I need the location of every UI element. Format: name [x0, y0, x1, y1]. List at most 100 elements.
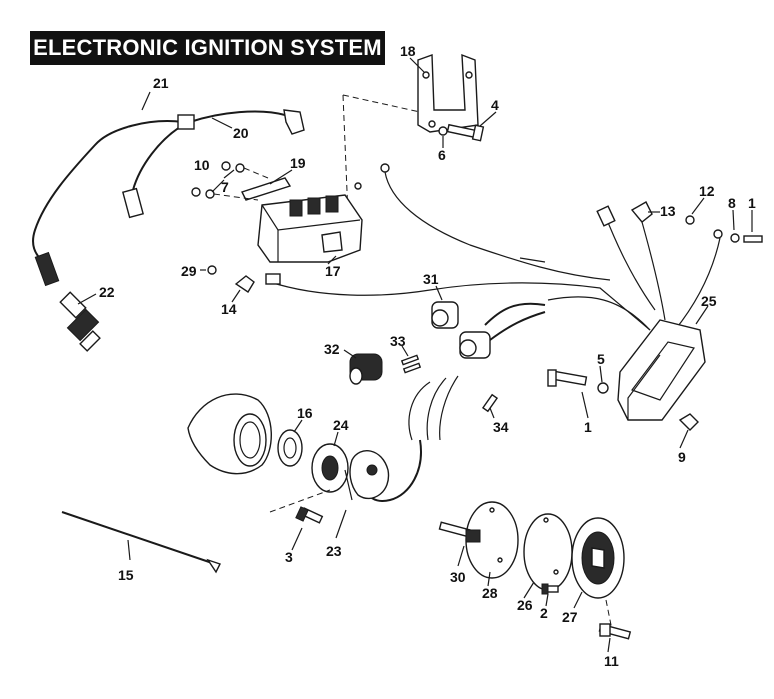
gasket-26 — [523, 513, 573, 591]
pin-11 — [598, 623, 632, 640]
leader-27 — [573, 591, 583, 609]
terminal-34 — [481, 393, 499, 413]
callout-21: 21 — [153, 75, 169, 91]
washer-6 — [438, 126, 448, 136]
screw-2 — [541, 583, 559, 595]
leader-16 — [293, 419, 303, 433]
leader-26 — [523, 581, 535, 599]
callout-29: 29 — [181, 263, 197, 279]
dashed-guide-bracket — [342, 94, 421, 113]
callout-11: 11 — [604, 653, 619, 669]
leader-34 — [489, 407, 495, 419]
leader-1b — [581, 391, 589, 419]
insulated-terminal-13 — [630, 201, 653, 223]
screw-1 — [743, 235, 763, 243]
leader-31 — [435, 285, 443, 301]
callout-31: 31 — [423, 271, 439, 287]
bolt-3 — [295, 506, 324, 524]
nuts-washers-7-10 — [191, 161, 269, 201]
leader-21 — [141, 91, 151, 111]
bolt-4 — [446, 123, 485, 142]
leader-23 — [335, 509, 347, 539]
dashed-guide-coil — [342, 94, 349, 216]
callout-28: 28 — [482, 585, 498, 601]
rotor-24 — [311, 443, 349, 493]
leader-3 — [291, 527, 303, 551]
leader-4 — [479, 111, 497, 127]
leader-19 — [269, 169, 293, 185]
ring-terminal — [713, 229, 723, 239]
callout-23: 23 — [326, 543, 342, 559]
leader-14 — [231, 289, 241, 303]
pin-terminals-33 — [400, 354, 422, 374]
leader-2 — [545, 593, 549, 607]
leader-7a — [223, 169, 235, 179]
callout-27: 27 — [562, 609, 578, 625]
leader-22 — [77, 293, 97, 305]
ignition-module-25 — [617, 319, 706, 421]
leader-9 — [679, 429, 689, 449]
callout-20: 20 — [233, 125, 249, 141]
callout-15: 15 — [118, 567, 134, 583]
nut-9 — [678, 413, 699, 431]
callout-7: 7 — [221, 179, 229, 195]
leader-11 — [607, 637, 611, 653]
callout-6: 6 — [438, 147, 446, 163]
mounting-bracket-18 — [417, 53, 479, 133]
callout-24: 24 — [333, 417, 349, 433]
callout-8: 8 — [728, 195, 736, 211]
ring-terminals — [354, 163, 390, 190]
spark-plug-wire-20 — [177, 109, 305, 135]
callout-18: 18 — [400, 43, 416, 59]
dashed-guide-pin — [605, 599, 613, 631]
callout-32: 32 — [324, 341, 340, 357]
callout-14: 14 — [221, 301, 237, 317]
callout-9: 9 — [678, 449, 686, 465]
leader-33 — [401, 345, 409, 357]
outer-cover-27 — [571, 517, 625, 599]
callout-33: 33 — [390, 333, 406, 349]
leader-30 — [457, 545, 465, 567]
leader-5 — [599, 365, 603, 383]
callout-2: 2 — [540, 605, 548, 621]
leader-20 — [211, 117, 233, 129]
callout-34: 34 — [493, 419, 509, 435]
connector-32 — [349, 353, 383, 385]
leader-32 — [343, 349, 357, 359]
callout-13: 13 — [660, 203, 676, 219]
gearcase-housing — [187, 393, 272, 475]
rod-15 — [61, 511, 221, 574]
callout-16: 16 — [297, 405, 313, 421]
seal-16 — [277, 429, 303, 467]
callout-1a: 1 — [748, 195, 756, 211]
leader-7b — [211, 179, 225, 193]
callout-4: 4 — [491, 97, 499, 113]
leader-18 — [409, 57, 425, 73]
leader-24 — [333, 431, 339, 447]
diagram-title: ELECTRONIC IGNITION SYSTEM — [33, 35, 382, 60]
leader-25 — [695, 305, 709, 325]
spark-plug-wire-21 — [32, 120, 184, 287]
spade-terminal — [596, 205, 616, 227]
callout-30: 30 — [450, 569, 466, 585]
callout-3: 3 — [285, 549, 293, 565]
callout-19: 19 — [290, 155, 306, 171]
callout-10: 10 — [194, 157, 210, 173]
terminal-14 — [234, 275, 255, 293]
leader-28 — [487, 571, 491, 587]
callout-5: 5 — [597, 351, 605, 367]
spark-plug-22 — [59, 291, 101, 352]
connector-31 — [431, 301, 459, 329]
screw-30 — [438, 521, 481, 543]
coil-bracket-19 — [241, 177, 292, 201]
leader-8 — [732, 209, 735, 231]
title-banner: ELECTRONIC IGNITION SYSTEM — [30, 31, 385, 65]
screw-1-module — [547, 369, 588, 387]
callout-26: 26 — [517, 597, 533, 613]
callout-22: 22 — [99, 284, 115, 300]
callout-12: 12 — [699, 183, 715, 199]
ignition-coil-17 — [257, 194, 363, 263]
leader-12 — [691, 197, 705, 215]
